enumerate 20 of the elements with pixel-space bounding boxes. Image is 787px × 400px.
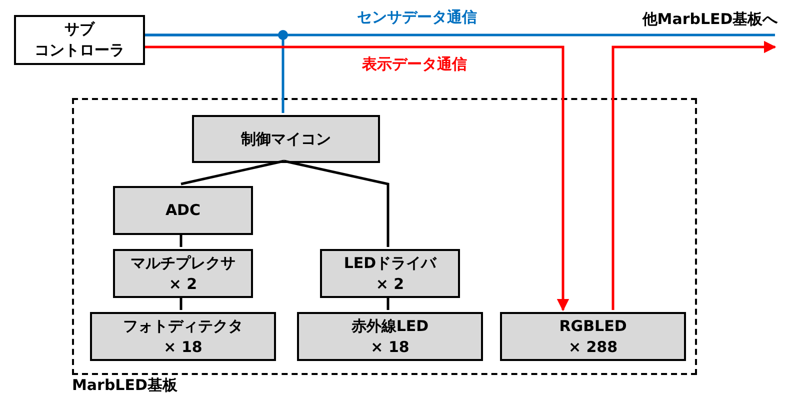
connector-line xyxy=(145,34,284,113)
controller-box: サブコントローラ xyxy=(14,15,145,65)
arrow xyxy=(145,46,570,312)
connector-line xyxy=(180,296,182,310)
arrow xyxy=(612,40,776,310)
adc-box: ADC xyxy=(113,186,253,235)
multiplexer-box: マルチプレクサ × 2 xyxy=(113,249,253,298)
destination-text: 他MarbLED基板へ xyxy=(640,8,780,30)
connector-line xyxy=(386,296,390,310)
microcontroller-box: 制御マイコン xyxy=(192,115,380,163)
driver-box: LEDドライバ × 2 xyxy=(320,249,460,298)
edge-label: 表示データ通信 xyxy=(360,55,469,74)
connector-line xyxy=(180,233,182,247)
connector-line xyxy=(180,160,284,186)
board-label: MarbLED基板 xyxy=(72,376,178,395)
connector-line xyxy=(284,160,390,247)
photodetector-box: フォトディテクタ × 18 xyxy=(90,312,276,361)
rgb-led-box: RGBLED × 288 xyxy=(500,312,686,361)
edge-label: センサデータ通信 xyxy=(355,8,479,27)
infrared-led-box: 赤外線LED × 18 xyxy=(297,312,483,361)
